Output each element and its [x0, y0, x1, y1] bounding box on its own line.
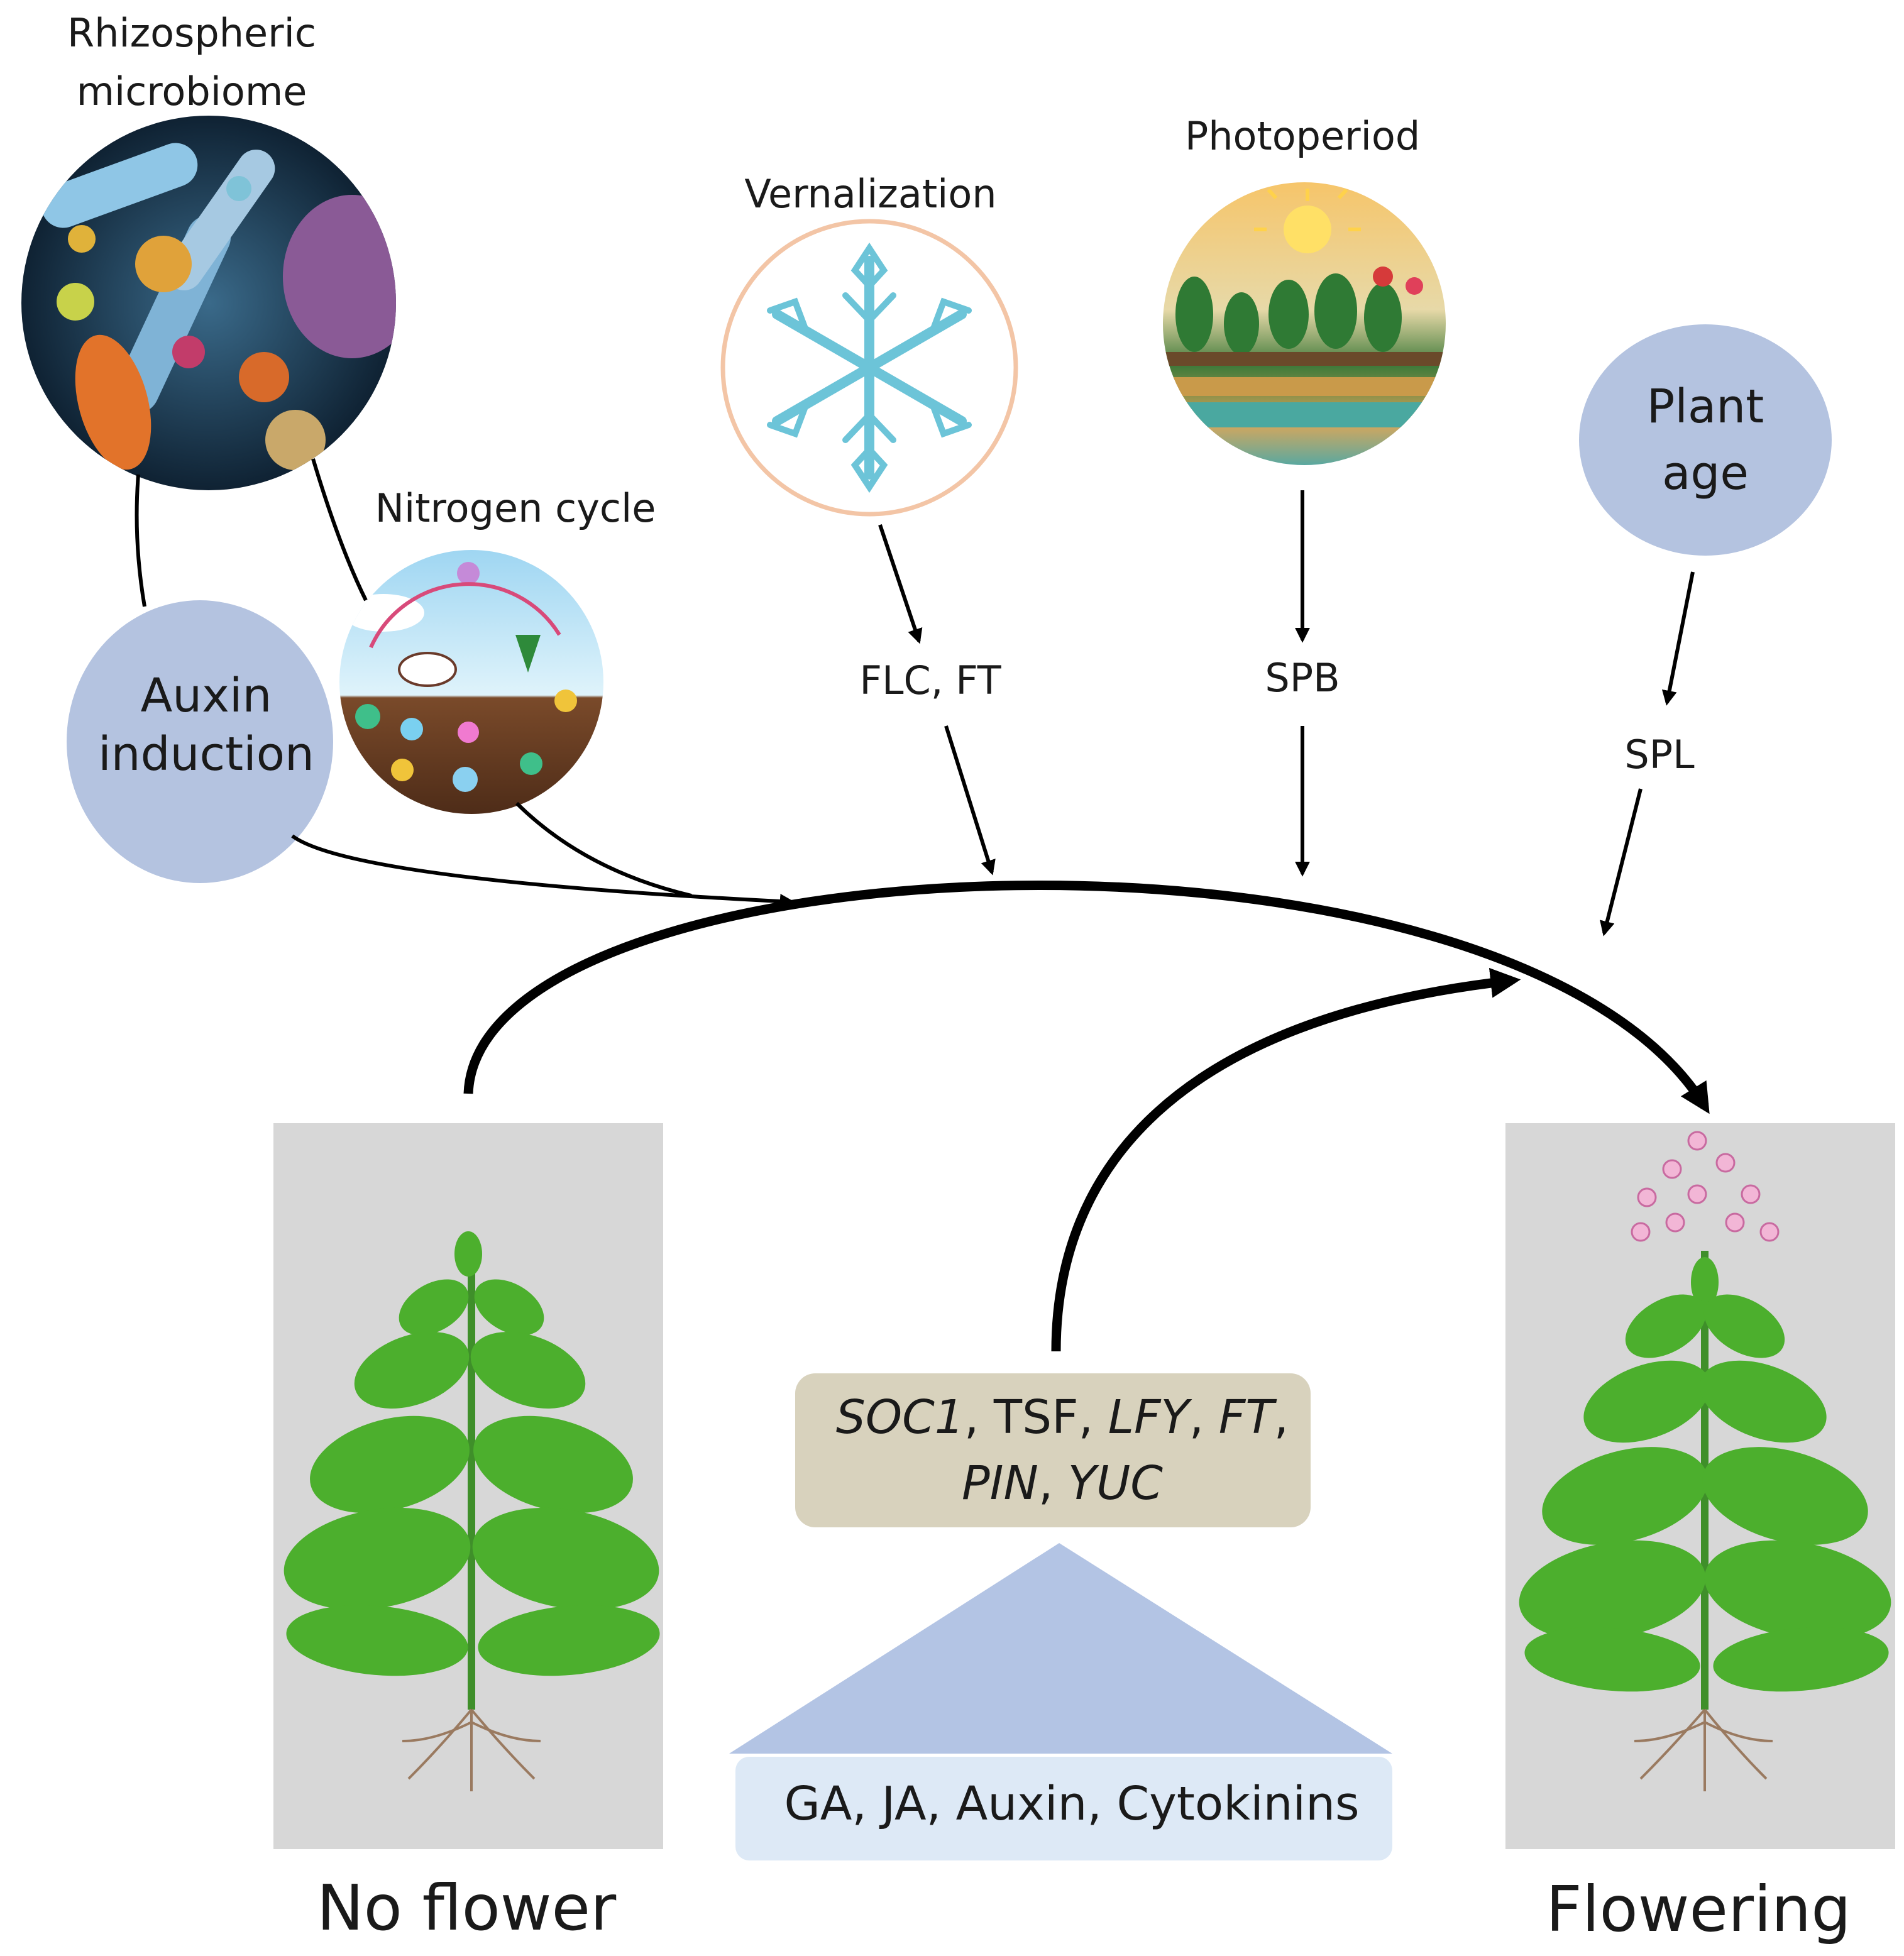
genes-line-1: SOC1, TSF, LFY, FT, — [836, 1390, 1289, 1444]
spl-arrow — [1600, 788, 1643, 937]
auxin-induction-label-line1: Auxin — [141, 669, 272, 723]
flowering-transition-arrow — [463, 881, 1710, 1114]
plant-age-arrow — [1661, 571, 1695, 706]
rhizosphere-label-line1: Rhizospheric — [67, 10, 316, 56]
microbiome-to-auxin-line — [135, 474, 146, 607]
auxin-induction-node: Auxin induction — [67, 600, 333, 883]
nitrogen-arrow — [515, 801, 692, 898]
auxin-arrow — [291, 834, 795, 909]
genes-line-2: PIN, YUC — [962, 1456, 1163, 1510]
microbiome-to-nitrogen-line — [311, 458, 368, 602]
photoperiod-image — [1163, 182, 1446, 465]
flc-ft-label: FLC, FT — [859, 657, 1001, 703]
hormone-triangle — [729, 1543, 1392, 1754]
no-flower-panel — [273, 1123, 663, 1849]
hormones-label: GA, JA, Auxin, Cytokinins — [784, 1777, 1359, 1831]
gene-text-segment: , — [1274, 1390, 1289, 1444]
plant-age-node: Plant age — [1579, 324, 1832, 556]
nitrogen-cycle-label: Nitrogen cycle — [375, 485, 656, 531]
plant-age-label-line2: age — [1662, 446, 1749, 500]
auxin-induction-circle — [67, 600, 333, 883]
snowflake-icon — [767, 242, 972, 493]
gene-text-segment: , — [1189, 1390, 1219, 1444]
rhizosphere-label-line2: microbiome — [77, 69, 307, 114]
vegetative-plant-illustration — [283, 1231, 660, 1791]
plant-age-label-line1: Plant — [1647, 380, 1764, 434]
gene-text-segment: LFY — [1108, 1390, 1193, 1444]
flower-cluster — [1631, 1131, 1780, 1242]
spb-label: SPB — [1265, 655, 1340, 701]
photoperiod-label: Photoperiod — [1185, 113, 1420, 159]
gene-text-segment: SOC1 — [836, 1390, 964, 1444]
flowering-panel — [1505, 1123, 1895, 1849]
gene-text-segment: , TSF, — [964, 1390, 1108, 1444]
spl-label: SPL — [1624, 732, 1695, 777]
flc-ft-arrow — [944, 725, 996, 876]
gene-text-segment: YUC — [1068, 1456, 1163, 1510]
no-flower-label: No flower — [317, 1871, 617, 1945]
flowering-label: Flowering — [1546, 1872, 1851, 1946]
auxin-induction-label-line2: induction — [98, 727, 314, 781]
gene-activation-arrow — [1051, 967, 1521, 1352]
vernalization-arrow — [878, 524, 923, 644]
hormones-box: GA, JA, Auxin, Cytokinins — [735, 1757, 1392, 1860]
flowering-plant-illustration — [1519, 1131, 1891, 1791]
gene-text-segment: , — [1038, 1456, 1068, 1510]
nitrogen-cycle-image — [339, 550, 603, 814]
gene-text-segment: FT — [1219, 1390, 1278, 1444]
flowering-genes-box: SOC1, TSF, LFY, FT, PIN, YUC — [795, 1373, 1311, 1527]
vernalization-image — [720, 219, 1018, 517]
plant-age-circle — [1579, 324, 1832, 556]
gene-text-segment: PIN — [962, 1456, 1038, 1510]
vernalization-label: Vernalization — [744, 171, 996, 217]
microbiome-image — [21, 116, 396, 490]
